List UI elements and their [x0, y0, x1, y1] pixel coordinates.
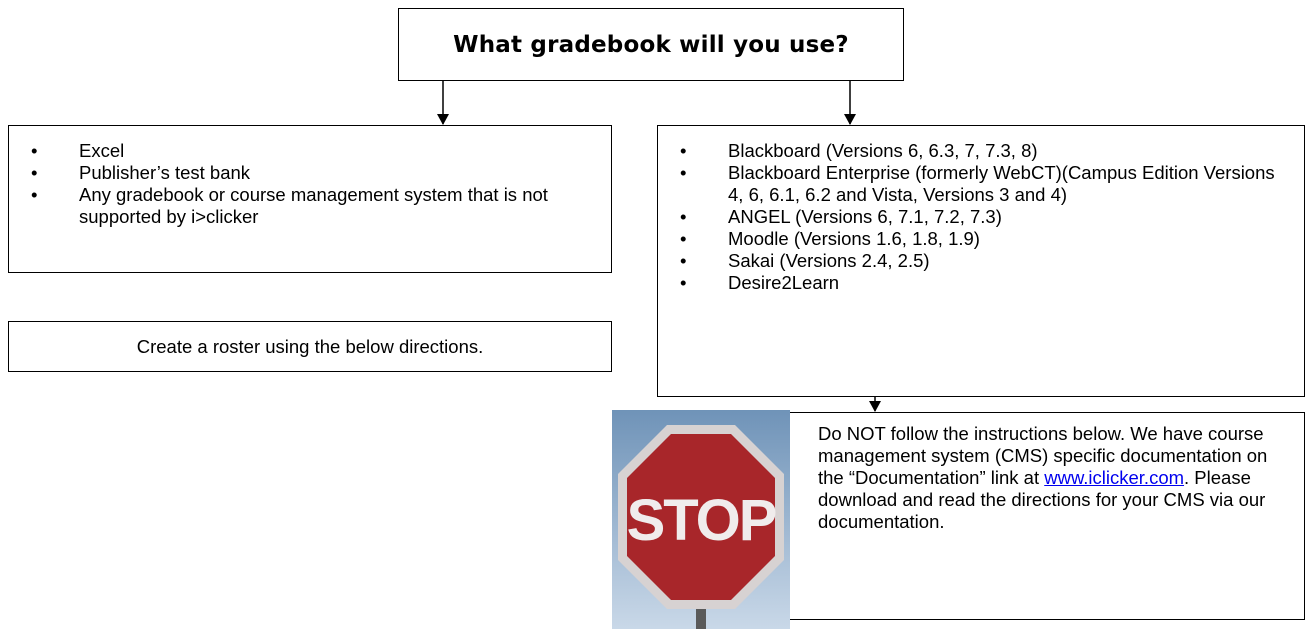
iclicker-website-link[interactable]: www.iclicker.com — [1044, 467, 1185, 488]
unsupported-gradebooks-box: •Excel •Publisher’s test bank •Any grade… — [8, 125, 612, 273]
list-item: •Blackboard Enterprise (formerly WebCT)(… — [680, 162, 1275, 205]
arrowhead-right — [844, 114, 856, 125]
bullet-icon: • — [680, 162, 687, 183]
arrowhead-stop — [869, 401, 881, 412]
stop-sign-icon: STOP — [612, 410, 790, 629]
list-item: •Excel — [31, 140, 125, 161]
bullet-icon: • — [680, 140, 687, 161]
list-item: •Sakai (Versions 2.4, 2.5) — [680, 250, 930, 271]
list-item: •Desire2Learn — [680, 272, 840, 293]
stop-message: Do NOT follow the instructions below. We… — [818, 423, 1268, 532]
list-item: •Blackboard (Versions 6, 6.3, 7, 7.3, 8) — [680, 140, 1038, 161]
list-item: •Moodle (Versions 1.6, 1.8, 1.9) — [680, 228, 980, 249]
stop-sign-image: STOP — [612, 410, 790, 629]
bullet-icon: • — [680, 228, 687, 249]
diagram-title: What gradebook will you use? — [453, 31, 849, 58]
roster-text: Create a roster using the below directio… — [136, 335, 484, 357]
arrowhead-left — [437, 114, 449, 125]
unsupported-gradebooks-list: •Excel •Publisher’s test bank •Any grade… — [9, 140, 611, 228]
list-item: •Publisher’s test bank — [31, 162, 251, 183]
bullet-icon: • — [31, 184, 38, 205]
stop-sign-lettering: STOP — [627, 488, 776, 553]
bullet-icon: • — [680, 272, 687, 293]
list-item: •ANGEL (Versions 6, 7.1, 7.2, 7.3) — [680, 206, 1002, 227]
title-box: What gradebook will you use? — [398, 8, 904, 81]
bullet-icon: • — [31, 162, 38, 183]
bullet-icon: • — [680, 250, 687, 271]
supported-cms-list: •Blackboard (Versions 6, 6.3, 7, 7.3, 8)… — [658, 140, 1304, 294]
roster-box: Create a roster using the below directio… — [8, 321, 612, 372]
list-item: •Any gradebook or course management syst… — [31, 184, 548, 227]
supported-cms-box: •Blackboard (Versions 6, 6.3, 7, 7.3, 8)… — [657, 125, 1305, 397]
bullet-icon: • — [680, 206, 687, 227]
bullet-icon: • — [31, 140, 38, 161]
